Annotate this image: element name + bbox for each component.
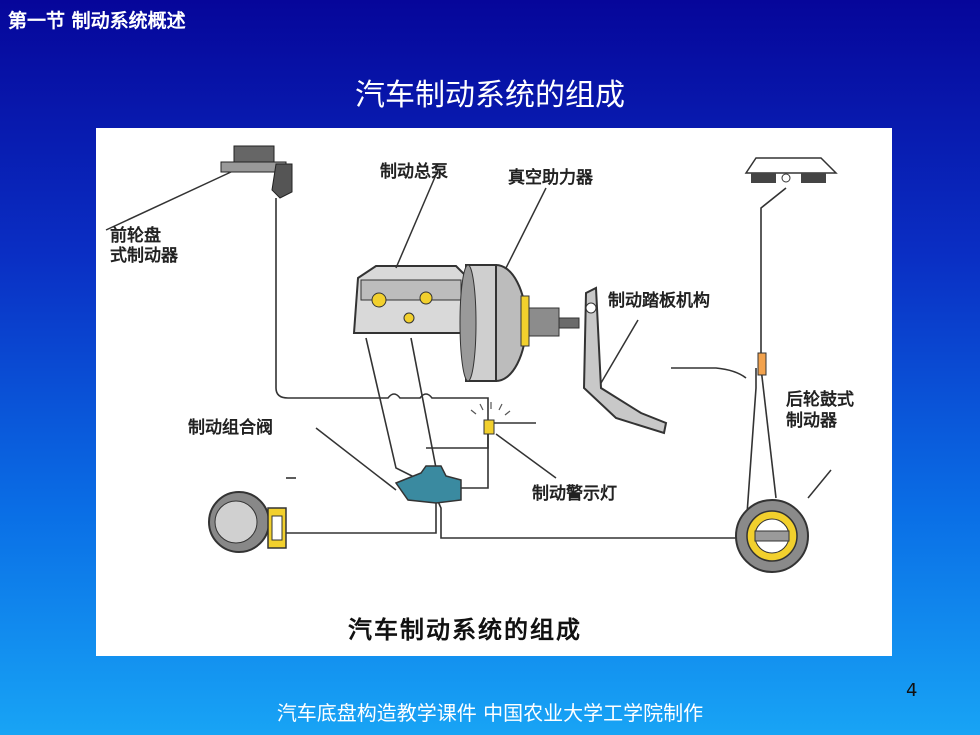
rear-line-fitting [757, 352, 767, 376]
section-title: 第一节 制动系统概述 [8, 10, 186, 32]
combination-valve [315, 427, 462, 504]
label-vacuum-booster: 真空助力器 [508, 168, 593, 188]
rear-drum-brake-mount [744, 157, 838, 183]
label-rear-drum-brake-line1: 后轮鼓式 [786, 390, 854, 410]
vacuum-booster [459, 187, 580, 382]
master-cylinder [352, 169, 469, 334]
label-warning-lamp: 制动警示灯 [532, 484, 617, 504]
label-master-cylinder: 制动总泵 [380, 162, 448, 182]
page-number: 4 [906, 680, 918, 701]
label-combination-valve: 制动组合阀 [188, 418, 273, 438]
label-front-disc-brake-line1: 前轮盘 [110, 226, 161, 246]
rear-drum-brake [735, 469, 832, 573]
slide-title: 汽车制动系统的组成 [355, 78, 625, 113]
label-pedal-mechanism: 制动踏板机构 [608, 291, 710, 311]
warning-lamp [470, 402, 557, 479]
brake-system-diagram: 前轮盘 式制动器 制动总泵 真空助力器 制动踏板机构 制动组合阀 制动警示灯 后… [96, 128, 892, 656]
label-front-disc-brake-line2: 式制动器 [110, 246, 178, 266]
front-disc-brake-rotor [208, 491, 287, 553]
brake-lines [270, 187, 787, 539]
brake-pedal [582, 286, 668, 435]
label-rear-drum-brake-line2: 制动器 [786, 411, 837, 431]
front-disc-brake-caliper [105, 145, 293, 231]
diagram-drawing [105, 145, 838, 573]
footer-text: 汽车底盘构造教学课件 中国农业大学工学院制作 [276, 701, 704, 725]
figure-caption: 汽车制动系统的组成 [348, 616, 582, 644]
